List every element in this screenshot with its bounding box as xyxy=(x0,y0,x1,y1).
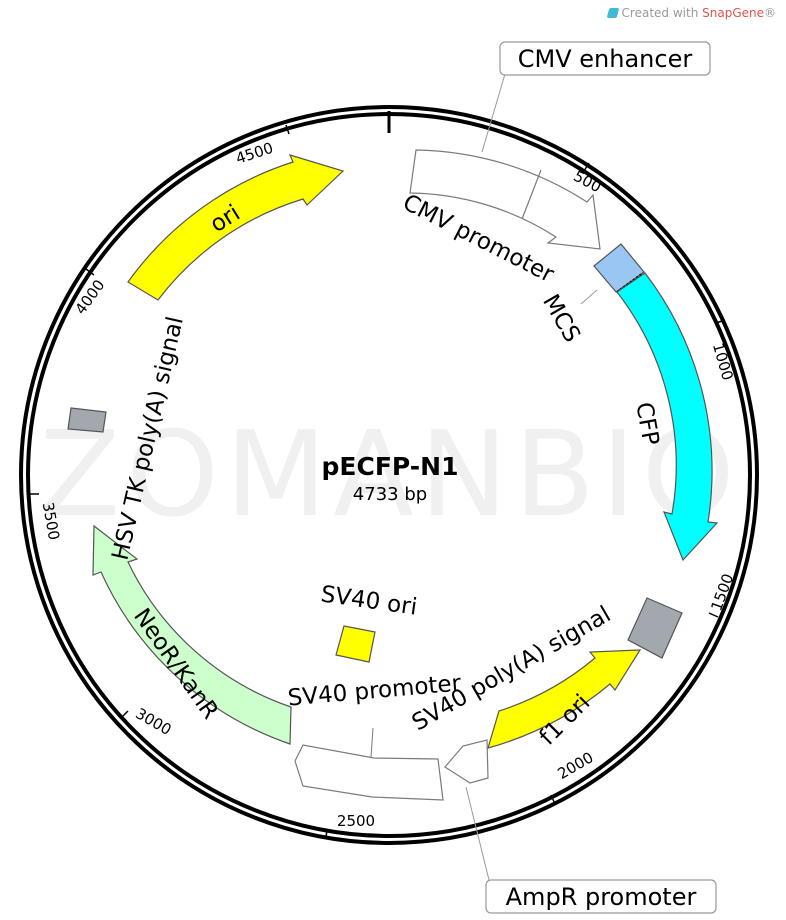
tick-mark-1500 xyxy=(708,612,719,618)
watermark: ZOMANBIO xyxy=(39,405,740,543)
sv40-promoter-leader xyxy=(370,727,374,758)
sv40-polya-box xyxy=(627,597,683,659)
ampr-promoter-callout xyxy=(485,879,717,914)
backbone-outer xyxy=(19,105,759,845)
tick-2000: 2000 xyxy=(554,748,596,783)
ori-arrow xyxy=(127,154,345,301)
sv40-ori-box xyxy=(335,625,376,663)
plasmid-name: pECFP-N1 xyxy=(322,452,459,481)
tick-mark-3000 xyxy=(120,710,129,719)
tick-mark-2000 xyxy=(550,794,556,805)
cfp-arrow xyxy=(616,272,719,562)
sv40-ori-label: SV40 ori xyxy=(319,581,419,620)
mcs-leader xyxy=(580,289,598,305)
tick-4500: 4500 xyxy=(234,139,276,168)
ampr-promoter-arrow xyxy=(444,739,489,784)
tick-mark-1000 xyxy=(715,319,726,324)
credit-brand: SnapGene xyxy=(702,6,764,20)
f1-ori-arrow xyxy=(487,649,642,749)
cmv-enhancer-leader xyxy=(481,73,506,153)
cmv-enhancer-callout xyxy=(499,41,711,76)
snapgene-credit: Created with SnapGene® xyxy=(606,6,776,20)
plasmid-size: 4733 bp xyxy=(353,484,427,505)
tick-mark-4000 xyxy=(85,268,95,276)
tick-2500: 2500 xyxy=(337,812,375,830)
credit-suffix: ® xyxy=(764,6,776,20)
cmv-enhancer-label: CMV enhancer xyxy=(518,45,693,73)
tick-mark-500 xyxy=(583,162,590,172)
cmv-arrow xyxy=(409,149,601,250)
mcs-box xyxy=(593,243,645,293)
mcs-label: MCS xyxy=(537,290,585,347)
sv40-promoter-arrow xyxy=(294,744,444,801)
cmv-divider xyxy=(521,169,542,220)
ampr-promoter-leader xyxy=(465,786,490,881)
credit-prefix: Created with xyxy=(621,6,703,20)
ampr-promoter-label: AmpR promoter xyxy=(506,883,697,911)
tick-marks xyxy=(30,124,726,839)
neor-kanr-arrow xyxy=(92,524,292,745)
hsv-tk-polya-box xyxy=(67,407,107,433)
tick-mark-4500 xyxy=(285,124,290,135)
tick-mark-2500 xyxy=(325,828,328,839)
